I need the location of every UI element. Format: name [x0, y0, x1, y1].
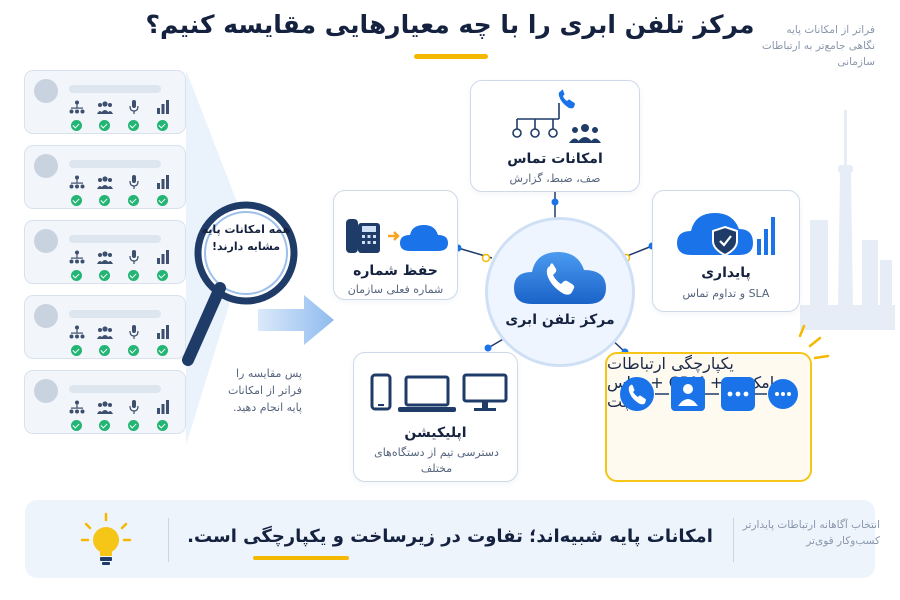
number-keep-subtitle: شماره فعلی سازمان [347, 283, 444, 296]
bar-chart-icon [157, 100, 169, 114]
check-icon [99, 270, 110, 281]
side-note: فراتر از امکانات پایه نگاهی جامع‌تر به ا… [761, 24, 875, 68]
check-icon [157, 270, 168, 281]
org-chart-icon [69, 100, 85, 114]
avatar [34, 229, 58, 253]
lightbulb-icon [80, 512, 132, 565]
number-keep-title: حفظ شماره [353, 263, 438, 279]
divider [168, 518, 169, 562]
avatar [34, 79, 58, 103]
bar-chart-icon [157, 325, 169, 339]
feature-card [24, 220, 186, 284]
check-icon [157, 195, 168, 206]
shield-icon [677, 213, 775, 257]
banner-highlight [253, 556, 349, 560]
check-icon [157, 120, 168, 131]
check-icon [99, 120, 110, 131]
avatar [34, 154, 58, 178]
application-subtitle: دسترسی تیم از دستگاه‌های مختلف [374, 446, 499, 475]
check-icon [128, 120, 139, 131]
check-icon [157, 345, 168, 356]
feature-card [24, 295, 186, 359]
center-label: مرکز تلفن ابری [505, 312, 615, 328]
avatar [34, 379, 58, 403]
tower-icon [800, 110, 895, 330]
microphone-icon [129, 325, 139, 339]
check-icon [128, 345, 139, 356]
check-icon [71, 270, 82, 281]
stability-subtitle: SLA و تداوم تماس [682, 287, 770, 300]
feature-card [24, 70, 186, 134]
microphone-icon [129, 400, 139, 414]
bar-chart-icon [157, 175, 169, 189]
check-icon [71, 120, 82, 131]
bar-chart-icon [157, 250, 169, 264]
microphone-icon [129, 100, 139, 114]
users-icon [97, 401, 113, 414]
laptop-icon [398, 375, 456, 412]
check-icon [128, 270, 139, 281]
org-chart-icon [69, 400, 85, 414]
monitor-icon [462, 373, 508, 411]
call-features-title: امکانات تماس [507, 151, 603, 167]
feature-card [24, 145, 186, 209]
users-icon [97, 326, 113, 339]
application-title: اپلیکیشن [404, 425, 467, 441]
check-icon [99, 195, 110, 206]
left-note: پس مقایسه را فراتر از امکانات پایه انجام… [227, 367, 302, 414]
integration-icons [620, 377, 798, 411]
users-icon [97, 251, 113, 264]
placeholder-line [69, 385, 161, 393]
check-icon [99, 420, 110, 431]
org-chart-icon [69, 325, 85, 339]
check-icon [71, 195, 82, 206]
check-icon [128, 195, 139, 206]
magnifier-icon [182, 70, 298, 445]
check-icon [71, 345, 82, 356]
check-icon [99, 345, 110, 356]
magnifier-text: همه امکانات پایه مشابه دارند! [201, 223, 291, 253]
users-icon [97, 101, 113, 114]
number-keep-box: حفظ شماره شماره فعلی سازمان [333, 190, 458, 300]
placeholder-line [69, 85, 161, 93]
org-chart-icon [69, 250, 85, 264]
bottom-note: انتخاب آگاهانه ارتباطات پایدارتر کسب‌وکا… [742, 519, 880, 547]
bar-chart-icon [157, 400, 169, 414]
microphone-icon [129, 250, 139, 264]
check-icon [157, 420, 168, 431]
integration-title: یکپارچگی ارتباطات [607, 354, 734, 373]
users-icon [569, 124, 601, 143]
stability-title: پایداری [701, 265, 751, 281]
users-icon [97, 176, 113, 189]
desk-phone-icon [346, 219, 448, 253]
call-features-box: امکانات تماس صف، ضبط، گزارش [470, 80, 640, 192]
cloud-phone-icon [514, 252, 606, 304]
org-chart-icon [512, 89, 575, 138]
smartphone-icon [370, 373, 392, 411]
title-highlight [414, 54, 488, 59]
integration-box: یکپارچگی ارتباطات تماس + CRM + پیامک + چ… [605, 352, 812, 482]
microphone-icon [129, 175, 139, 189]
placeholder-line [69, 235, 161, 243]
placeholder-line [69, 310, 161, 318]
placeholder-line [69, 160, 161, 168]
application-box: اپلیکیشن دسترسی تیم از دستگاه‌های مختلف [353, 352, 518, 482]
call-features-subtitle: صف، ضبط، گزارش [509, 172, 601, 185]
stability-box: پایداری SLA و تداوم تماس [652, 190, 800, 312]
arrow-right-icon [258, 295, 334, 345]
banner-text: امکانات پایه شبیه‌اند؛ تفاوت در زیرساخت … [187, 526, 713, 547]
check-icon [128, 420, 139, 431]
avatar [34, 304, 58, 328]
org-chart-icon [69, 175, 85, 189]
check-icon [71, 420, 82, 431]
divider [733, 518, 734, 562]
feature-card [24, 370, 186, 434]
page-title: مرکز تلفن ابری را با چه معیارهایی مقایسه… [145, 10, 755, 39]
